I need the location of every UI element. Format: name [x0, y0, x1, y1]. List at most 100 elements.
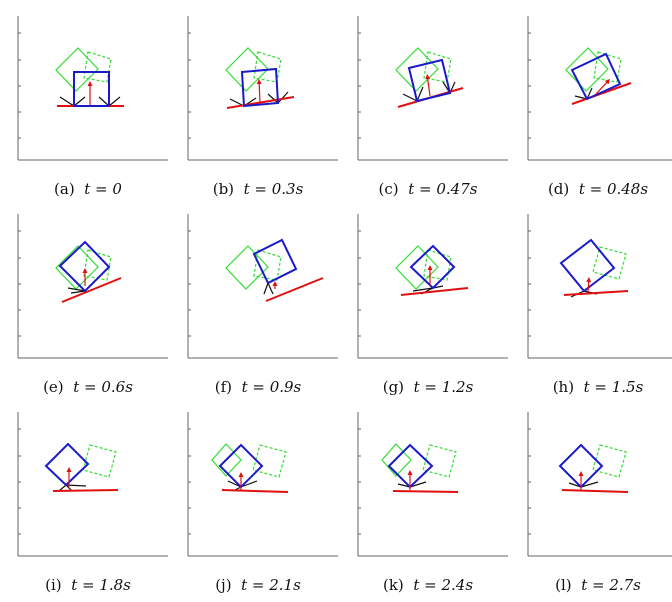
- initial-pose-solid: [381, 443, 412, 477]
- target-pose-dashed: [253, 249, 282, 281]
- current-body: [218, 443, 264, 489]
- caption-label: (l): [555, 576, 572, 594]
- support-surface: [61, 277, 122, 303]
- contact-leg: [402, 93, 418, 102]
- target-pose-dashed: [592, 444, 627, 478]
- support-surface: [265, 277, 324, 302]
- force-arrow-head: [256, 79, 262, 85]
- support-surface: [400, 287, 469, 296]
- caption-label: (c): [378, 180, 399, 198]
- contact-leg: [240, 480, 258, 488]
- panel-caption: (b) t = 0.3s: [178, 180, 338, 198]
- contact-leg: [416, 86, 424, 102]
- force-arrow-head: [427, 265, 433, 270]
- simulation-plot: [17, 16, 168, 161]
- initial-pose-solid: [395, 47, 439, 92]
- simulation-plot: [357, 214, 508, 359]
- initial-pose-solid: [395, 245, 439, 290]
- contact-leg: [70, 290, 86, 294]
- initial-pose-solid: [225, 245, 269, 290]
- panel-caption: (d) t = 0.48s: [518, 180, 672, 198]
- initial-pose-solid: [225, 47, 269, 92]
- support-surface: [561, 489, 629, 493]
- panel-caption: (k) t = 2.4s: [348, 576, 508, 594]
- support-surface: [52, 489, 119, 492]
- caption-time: t = 2.1s: [241, 576, 301, 594]
- caption-time: t = 0.48s: [578, 180, 649, 198]
- current-body: [559, 238, 616, 293]
- panel-f: (f) t = 0.9s: [178, 206, 338, 396]
- current-body: [387, 443, 434, 489]
- current-body: [58, 240, 111, 293]
- caption-time: t = 1.2s: [413, 378, 474, 396]
- target-pose-dashed: [83, 51, 112, 83]
- force-arrow-shaft: [587, 281, 590, 293]
- contact-leg: [586, 87, 593, 100]
- caption-time: t = 0: [84, 180, 122, 198]
- force-arrow-head: [604, 79, 610, 85]
- panel-caption: (i) t = 1.8s: [8, 576, 168, 594]
- simulation-plot: [187, 214, 338, 359]
- contact-leg: [73, 96, 86, 107]
- current-body: [252, 238, 298, 285]
- panel-k: (k) t = 2.4s: [348, 404, 508, 594]
- current-body: [570, 52, 622, 101]
- contact-leg: [397, 483, 411, 488]
- caption-label: (g): [382, 378, 405, 396]
- panel-c: (c) t = 0.47s: [348, 8, 508, 198]
- contact-leg: [263, 282, 269, 295]
- caption-label: (d): [547, 180, 570, 198]
- contact-leg: [59, 96, 75, 107]
- contact-leg: [412, 287, 434, 292]
- simulation-plot: [527, 412, 672, 557]
- target-pose-dashed: [82, 444, 117, 478]
- simulation-plot: [527, 16, 672, 161]
- force-arrow-shaft: [427, 78, 431, 97]
- panel-h: (h) t = 1.5s: [518, 206, 672, 396]
- caption-time: t = 1.8s: [71, 576, 131, 594]
- target-pose-dashed: [592, 246, 627, 280]
- panel-caption: (l) t = 2.7s: [518, 576, 672, 594]
- initial-pose-solid: [55, 47, 99, 92]
- simulation-plot: [17, 214, 168, 359]
- contact-leg: [267, 282, 274, 295]
- simulation-plot: [527, 214, 672, 359]
- caption-time: t = 2.4s: [413, 576, 474, 594]
- target-pose-dashed: [252, 444, 287, 478]
- force-arrow-head: [66, 467, 72, 472]
- simulation-plot: [17, 412, 168, 557]
- current-body: [240, 67, 280, 108]
- current-body: [44, 442, 90, 487]
- caption-time: t = 0.3s: [243, 180, 304, 198]
- caption-label: (e): [43, 378, 64, 396]
- simulation-plot: [187, 412, 338, 557]
- panel-j: (j) t = 2.1s: [178, 404, 338, 594]
- force-arrow-head: [578, 471, 584, 476]
- caption-label: (j): [215, 576, 232, 594]
- panel-caption: (e) t = 0.6s: [8, 378, 168, 396]
- caption-label: (i): [45, 576, 62, 594]
- force-arrow-head: [586, 277, 592, 283]
- contact-leg: [67, 287, 86, 292]
- force-arrow-head: [407, 470, 413, 475]
- target-pose-dashed: [593, 51, 622, 83]
- target-pose-dashed: [423, 249, 452, 281]
- force-arrow-shaft: [595, 82, 608, 95]
- panel-l: (l) t = 2.7s: [518, 404, 672, 594]
- panel-caption: (c) t = 0.47s: [348, 180, 508, 198]
- caption-time: t = 0.9s: [241, 378, 302, 396]
- caption-time: t = 0.6s: [73, 378, 133, 396]
- caption-label: (f): [214, 378, 233, 396]
- panel-caption: (j) t = 2.1s: [178, 576, 338, 594]
- caption-label: (a): [54, 180, 75, 198]
- caption-label: (k): [382, 576, 404, 594]
- force-arrow-shaft: [258, 83, 261, 104]
- panel-caption: (a) t = 0: [8, 180, 168, 198]
- support-surface: [221, 489, 289, 493]
- simulation-plot: [357, 16, 508, 161]
- simulation-plot: [187, 16, 338, 161]
- contact-leg: [277, 91, 289, 104]
- panel-caption: (h) t = 1.5s: [518, 378, 672, 396]
- current-body: [407, 58, 452, 103]
